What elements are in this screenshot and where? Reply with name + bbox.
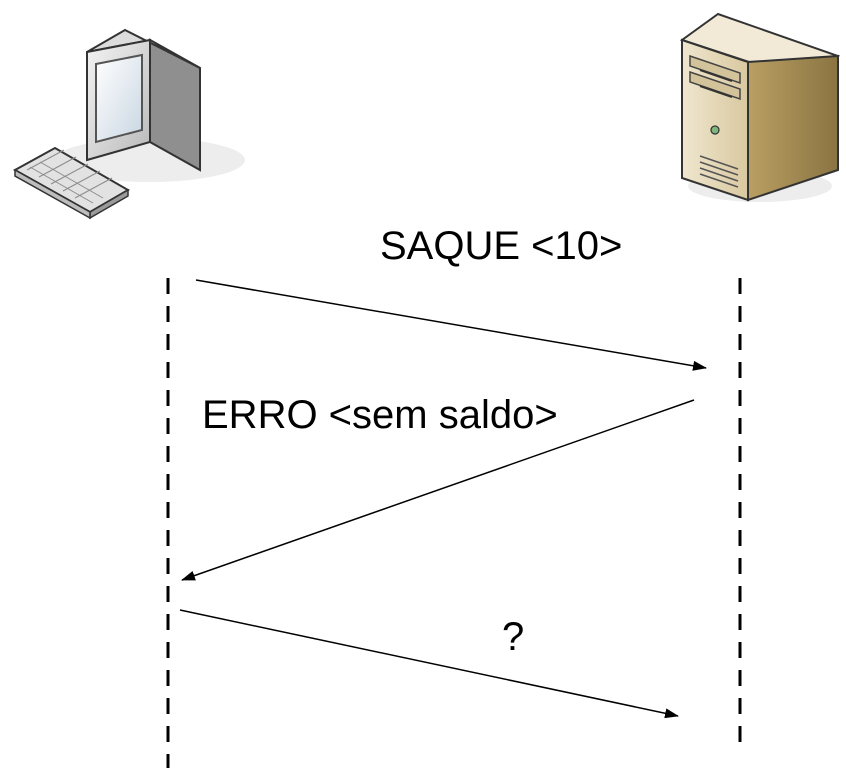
server-tower-icon (679, 12, 841, 202)
message-arrow-question (179, 609, 679, 719)
message-label-saque: SAQUE <10> (380, 224, 622, 268)
message-arrow-erro (181, 399, 695, 581)
desktop-computer-icon (12, 28, 245, 220)
message-label-erro: ERRO <sem saldo> (202, 393, 558, 437)
message-label-question: ? (502, 615, 524, 659)
message-arrow-saque (195, 279, 707, 371)
